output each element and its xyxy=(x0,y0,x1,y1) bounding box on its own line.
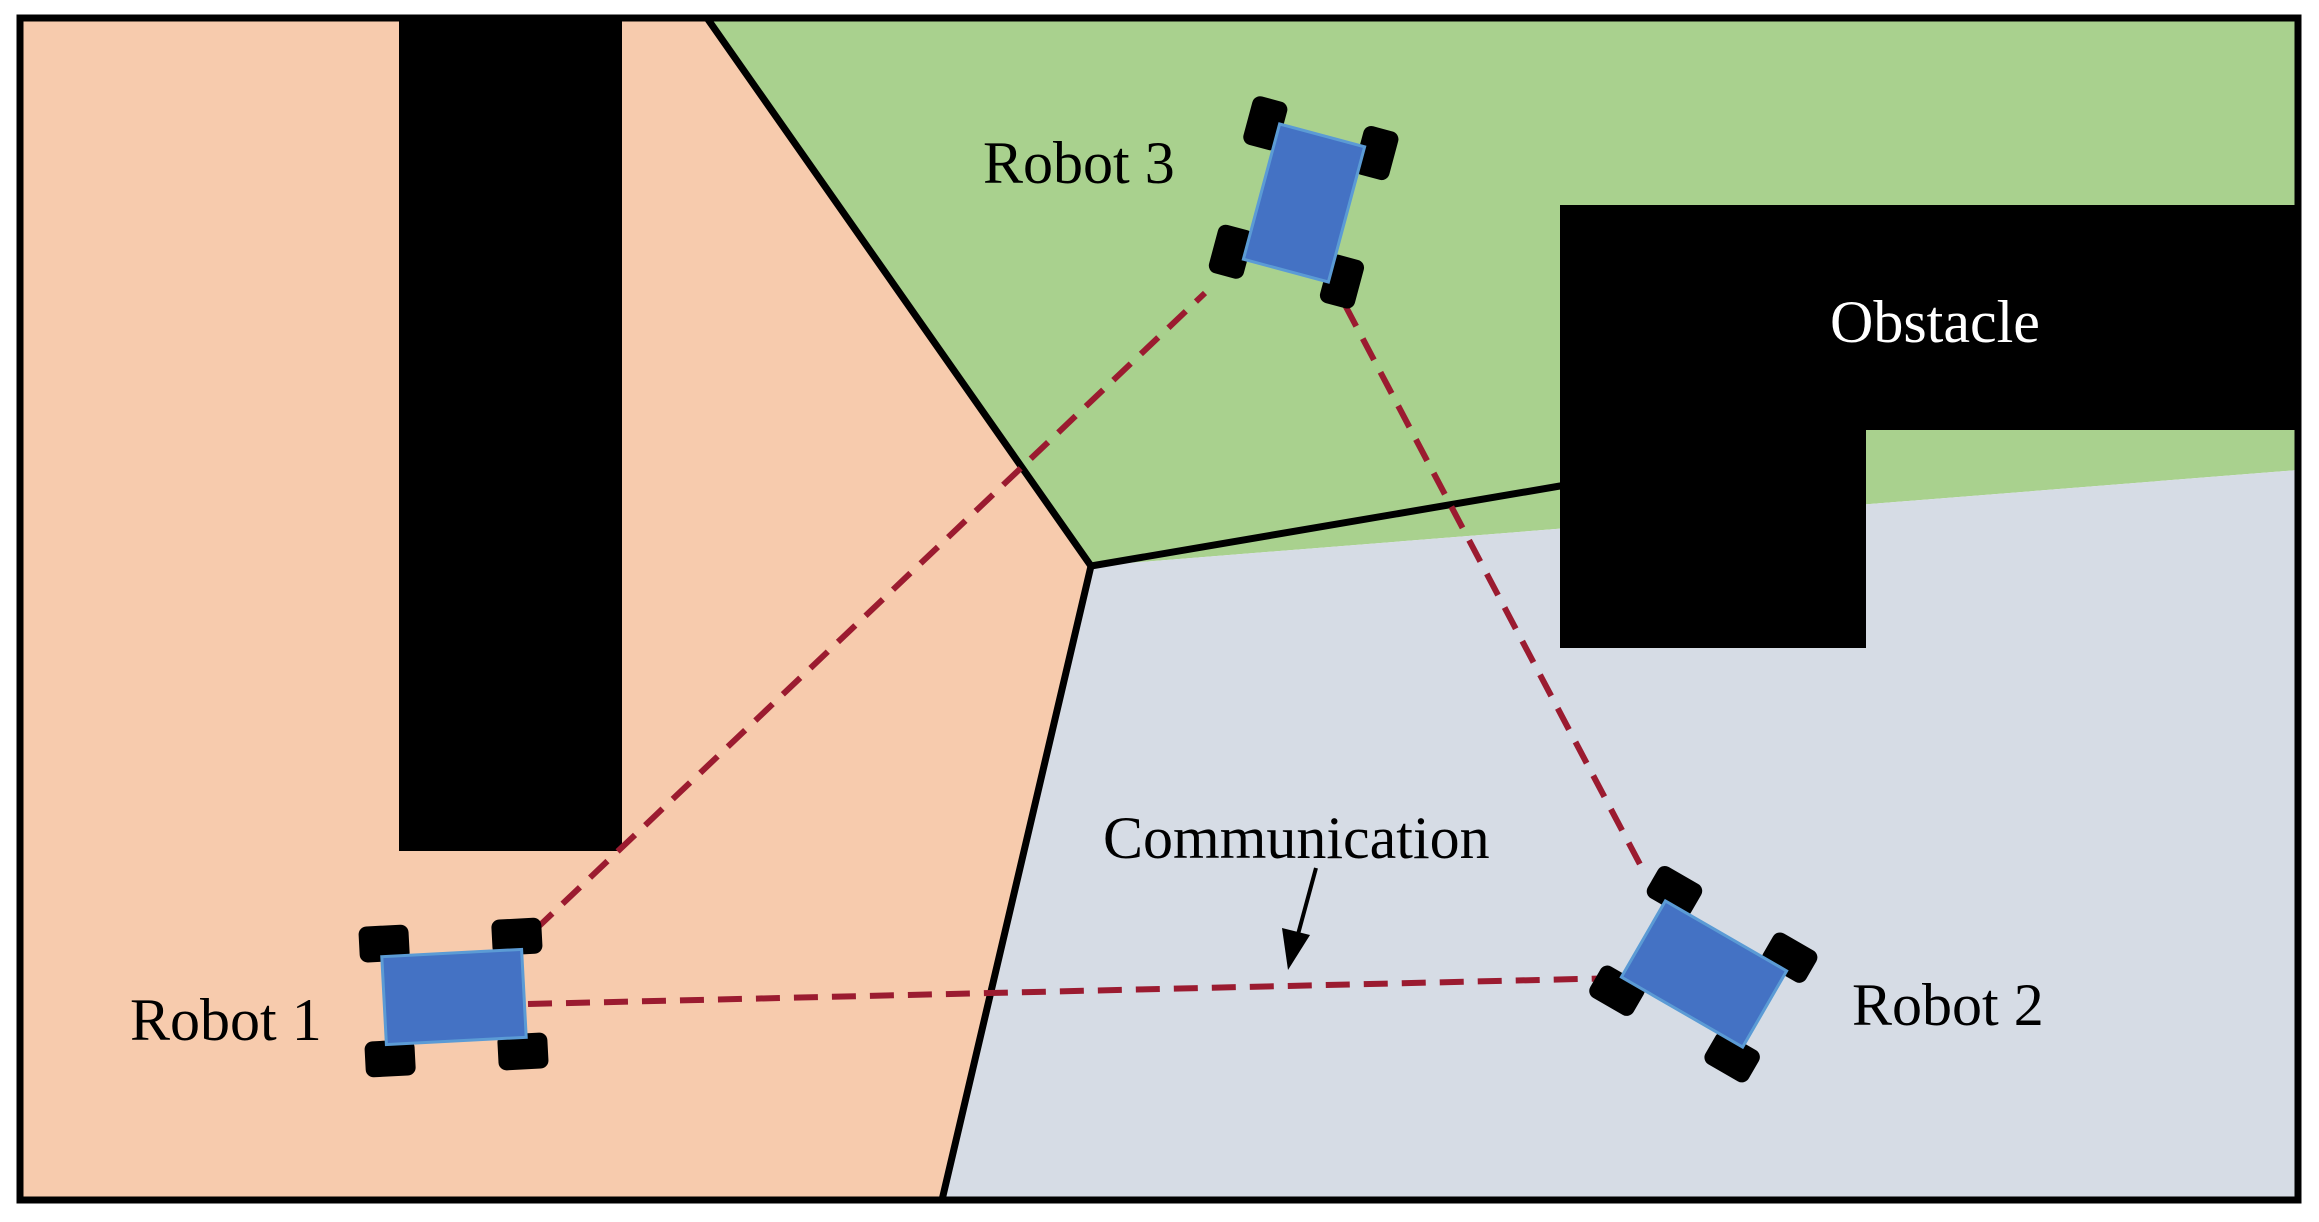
obstacle-vertical xyxy=(399,16,622,851)
robot-1-wheel xyxy=(364,1039,416,1078)
robot-1-wheel xyxy=(491,917,543,956)
robot-2-label: Robot 2 xyxy=(1852,972,2044,1038)
obstacle-label: Obstacle xyxy=(1830,289,2040,355)
boundary-line-3-2 xyxy=(1087,482,1564,570)
robot-3-body xyxy=(1241,122,1367,284)
communication-arrow xyxy=(1282,867,1318,970)
communication-links xyxy=(527,290,1646,1007)
map-frame xyxy=(16,14,2302,1204)
robot-3 xyxy=(1208,96,1399,309)
communication-link-1-3 xyxy=(532,290,1208,933)
robot-1-wheel xyxy=(358,924,410,963)
robot-1-wheel xyxy=(497,1032,549,1071)
boundary-line-1-3 xyxy=(703,14,1095,570)
robot-2-body xyxy=(1619,898,1789,1050)
obstacle-l-shape xyxy=(1560,205,2298,648)
voronoi-boundaries xyxy=(703,14,1564,1204)
robot-2 xyxy=(1589,865,1818,1083)
communication-arrow-head xyxy=(1282,928,1310,970)
robot-2-wheel xyxy=(1646,865,1703,917)
communication-link-3-2 xyxy=(1342,303,1646,872)
communication-link-1-2 xyxy=(527,975,1623,1007)
robot-1-label: Robot 1 xyxy=(130,987,322,1053)
robot-2-wheel xyxy=(1704,1032,1760,1083)
boundary-line-1-2 xyxy=(938,562,1095,1204)
robot-3-label: Robot 3 xyxy=(983,130,1175,196)
communication-arrow-shaft xyxy=(1295,867,1318,939)
robot-1-body xyxy=(380,947,528,1047)
robot-3-wheel xyxy=(1354,126,1399,181)
communication-label: Communication xyxy=(1103,805,1490,871)
region-robot2 xyxy=(942,470,2298,1200)
robot-3-wheel xyxy=(1208,224,1253,279)
robot-1 xyxy=(358,917,549,1078)
